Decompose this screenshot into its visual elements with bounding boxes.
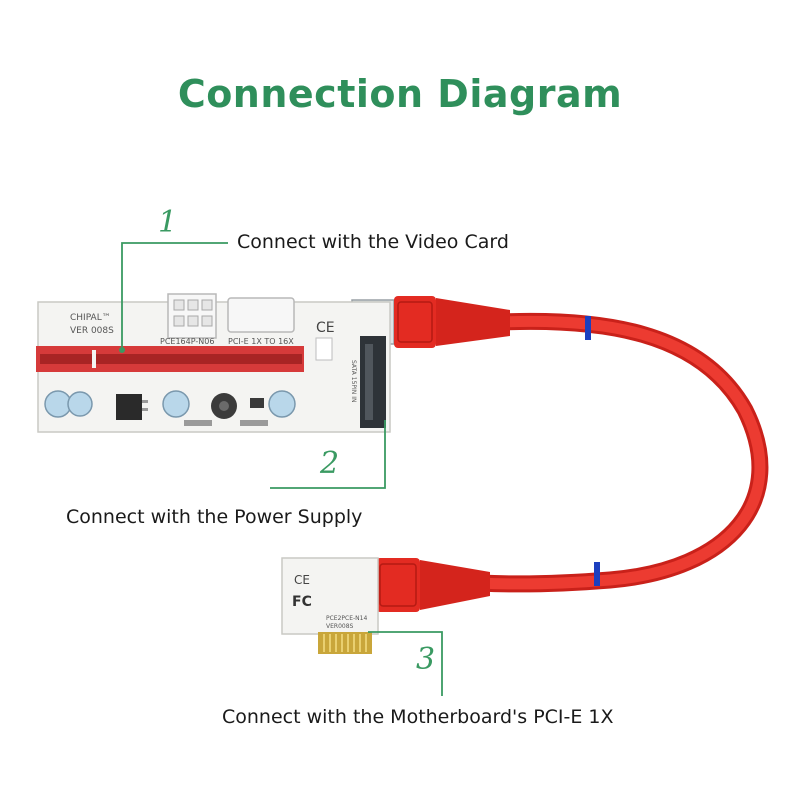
molex-connector xyxy=(227,297,295,333)
step-3-number: 3 xyxy=(416,642,436,677)
board-pcie-text: PCI-E 1X TO 16X xyxy=(228,337,294,346)
leader-line-3 xyxy=(368,631,443,696)
gold-edge-connector xyxy=(318,632,372,654)
board-ce-mark: CE xyxy=(316,320,335,336)
step-2-label: Connect with the Power Supply xyxy=(66,506,363,528)
diagram-title: Connection Diagram xyxy=(177,72,623,116)
riser-board: CHIPAL™ VER 008S PCE164P-N06 PCI-E 1X TO… xyxy=(36,293,391,433)
leader-line-1 xyxy=(121,242,228,350)
board-version: VER 008S xyxy=(70,326,114,336)
usb-cable xyxy=(471,312,769,593)
regulator-chip xyxy=(116,394,142,420)
step-2-number: 2 xyxy=(320,446,340,481)
leader-line-2 xyxy=(270,420,386,489)
capacitor xyxy=(268,390,296,418)
capacitor xyxy=(162,390,190,418)
step-1-label: Connect with the Video Card xyxy=(237,231,509,253)
capacitor xyxy=(44,390,72,418)
step-3-label: Connect with the Motherboard's PCI-E 1X xyxy=(222,706,614,728)
cable-band-bottom xyxy=(594,562,600,586)
cable-band-top xyxy=(585,316,591,340)
capacitor xyxy=(67,391,93,417)
leader-dot-1 xyxy=(119,347,125,353)
card-fc-mark: FC xyxy=(292,594,312,610)
step-1-number: 1 xyxy=(158,205,178,240)
pcie-1x-card: CE FC PCE2PCE-N14 VER008S xyxy=(281,557,379,654)
board-brand: CHIPAL™ xyxy=(70,313,111,323)
card-model: PCE2PCE-N14 xyxy=(326,615,367,622)
board-model: PCE164P-N06 xyxy=(160,337,214,346)
leader-lines xyxy=(121,242,443,696)
card-version: VER008S xyxy=(326,623,354,630)
board-sata-text: SATA 15PIN IN xyxy=(350,360,357,402)
card-ce-mark: CE xyxy=(294,573,310,587)
